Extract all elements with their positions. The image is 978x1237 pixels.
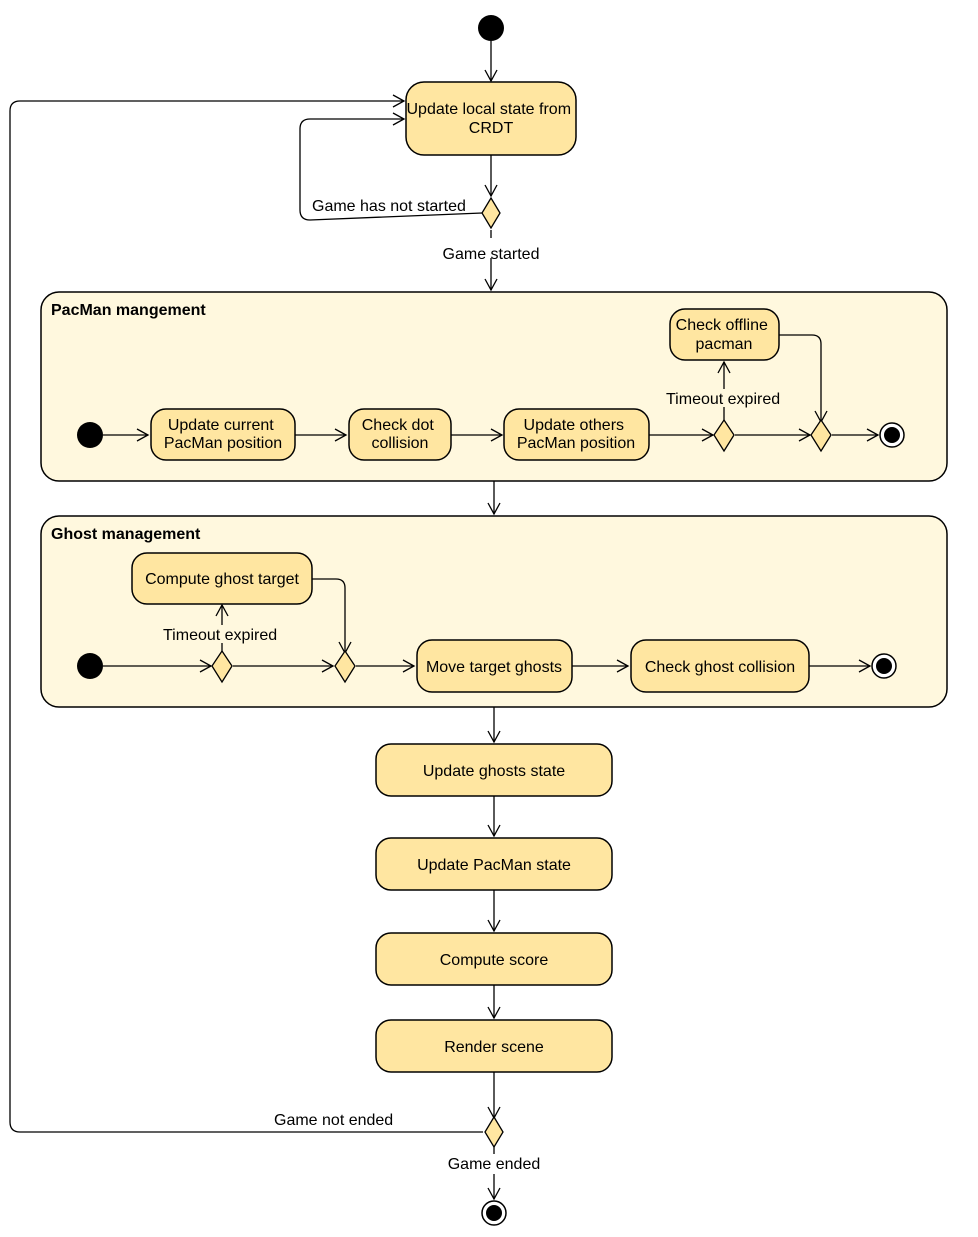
action-compute-ghost-target-label: Compute ghost target (145, 571, 299, 588)
action-update-others-pacman-label: Update others PacMan position (517, 417, 635, 452)
merge-ghost (334, 649, 356, 684)
ghost-final-node (871, 653, 897, 679)
action-check-dot-collision-label: Check dot collision (362, 417, 439, 452)
guard-pacman-timeout: Timeout expired (666, 391, 780, 408)
guard-game-started: Game started (443, 246, 540, 263)
initial-node (478, 15, 504, 41)
guard-game-not-ended: Game not ended (274, 1112, 393, 1129)
action-update-local-state-label: Update local state from CRDT (407, 101, 576, 137)
action-update-ghosts-state (375, 743, 613, 797)
label-bg-game-ended (446, 1154, 542, 1174)
action-compute-ghost-target (131, 552, 313, 605)
guard-ghost-timeout: Timeout expired (163, 627, 277, 644)
action-compute-score-label: Compute score (440, 952, 549, 969)
edge-offline-to-merge (779, 334, 828, 424)
action-move-target-ghosts (416, 639, 573, 693)
edge-target-to-merge (312, 578, 352, 655)
decision-pacman-timeout (713, 418, 735, 453)
pacman-initial-node (77, 422, 103, 448)
action-update-others-pacman (503, 408, 650, 461)
decision-ghost-timeout (211, 649, 233, 684)
decision-game-ended (484, 1115, 504, 1149)
pacman-management-title: PacMan mangement (51, 302, 206, 319)
ghost-initial-node (77, 653, 103, 679)
activity-final-node (481, 1200, 507, 1226)
guard-game-not-started: Game has not started (312, 198, 466, 215)
action-render-scene (375, 1019, 613, 1073)
action-check-offline-pacman (669, 308, 780, 361)
action-check-ghost-collision (630, 639, 810, 693)
label-bg-pacman-timeout (665, 389, 777, 407)
edge-game-not-started-loop (299, 112, 483, 221)
pacman-final-node (879, 422, 905, 448)
action-update-current-pacman-label: Update current PacMan position (164, 417, 282, 452)
action-update-pacman-state (375, 837, 613, 891)
ghost-management-title: Ghost management (51, 526, 201, 543)
action-compute-score (375, 932, 613, 986)
label-bg-game-started (432, 238, 550, 258)
action-update-ghosts-state-label: Update ghosts state (423, 763, 565, 780)
merge-pacman (810, 418, 832, 453)
action-update-local-state (405, 81, 577, 156)
edge-game-not-ended-loop (9, 94, 483, 1133)
action-check-offline-pacman-label: Check offline pacman (676, 317, 773, 353)
action-update-current-pacman (150, 408, 296, 461)
guard-game-ended: Game ended (448, 1156, 541, 1173)
decision-game-started (481, 196, 501, 230)
label-bg-ghost-timeout (162, 625, 274, 643)
action-update-pacman-state-label: Update PacMan state (417, 857, 571, 874)
action-check-ghost-collision-label: Check ghost collision (645, 659, 795, 676)
action-check-dot-collision (348, 408, 452, 461)
action-render-scene-label: Render scene (444, 1039, 544, 1056)
action-move-target-ghosts-label: Move target ghosts (426, 659, 562, 676)
